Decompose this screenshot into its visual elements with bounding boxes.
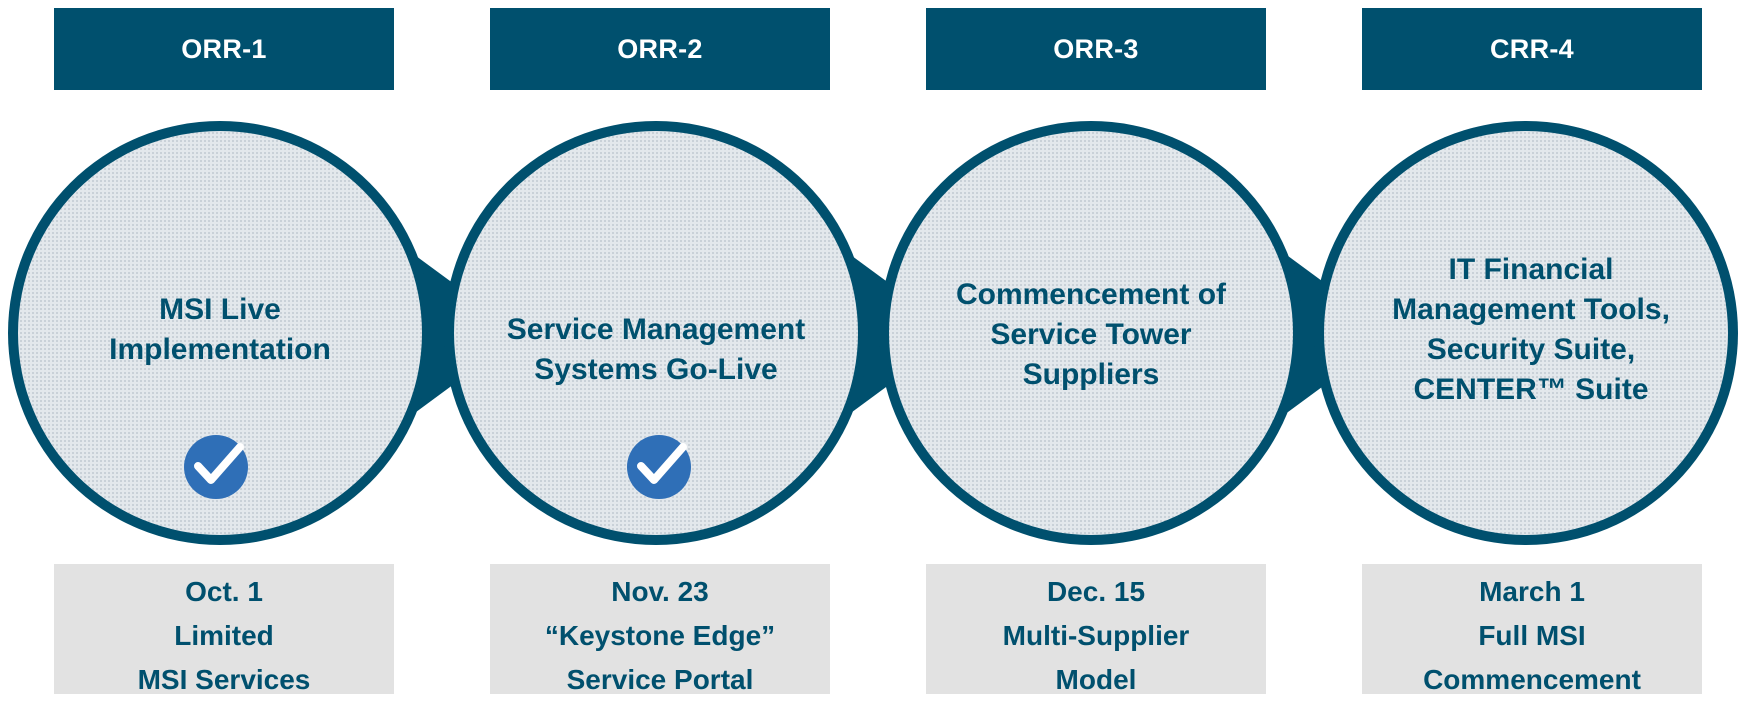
stage-1-title: MSI Live Implementation [109,293,331,366]
stage-4-circle [1324,131,1728,535]
stage-1-circle [18,131,422,535]
stage-2-date-box: Nov. 23 “Keystone Edge” Service Portal [490,564,830,695]
stage-4-header: CRR-4 [1362,8,1702,90]
stage-2-line1: “Keystone Edge” [544,620,776,651]
stage-1-line2: MSI Services [137,664,311,695]
stage-2-circle [454,131,858,535]
stage-1-date: Oct. 1 [185,576,263,607]
stage-1-header: ORR-1 [54,8,394,90]
stage-2-check-icon [627,435,691,499]
stage-2-date: Nov. 23 [611,576,709,607]
stage-1-line1: Limited [174,620,274,651]
stage-1-date-box: Oct. 1 Limited MSI Services [54,564,394,695]
stage-3-node [879,121,1394,545]
stage-3-line1: Multi-Supplier [1002,620,1190,651]
stage-2-title: Service Management Systems Go-Live [506,313,806,386]
stage-4-date: March 1 [1479,576,1585,607]
stage-3-title: Commencement of Service Tower Suppliers [955,278,1227,391]
stage-2-header: ORR-2 [490,8,830,90]
stage-4-line1: Full MSI [1478,620,1586,651]
stage-2-line2: Service Portal [566,664,754,695]
stage-4-title: IT Financial Management Tools, Security … [1392,253,1670,406]
stage-3-date: Dec. 15 [1046,576,1146,607]
stage-3-date-box: Dec. 15 Multi-Supplier Model [926,564,1266,695]
stage-4-line2: Commencement [1423,664,1641,695]
stage-4-date-box: March 1 Full MSI Commencement [1362,564,1702,695]
stage-3-line2: Model [1055,664,1137,695]
stage-4-node [1314,121,1738,545]
stage-2-node [444,121,958,545]
stage-3-circle [889,131,1293,535]
stage-1-node [8,121,522,545]
stage-1-check-icon [184,435,248,499]
stage-3-header: ORR-3 [926,8,1266,90]
